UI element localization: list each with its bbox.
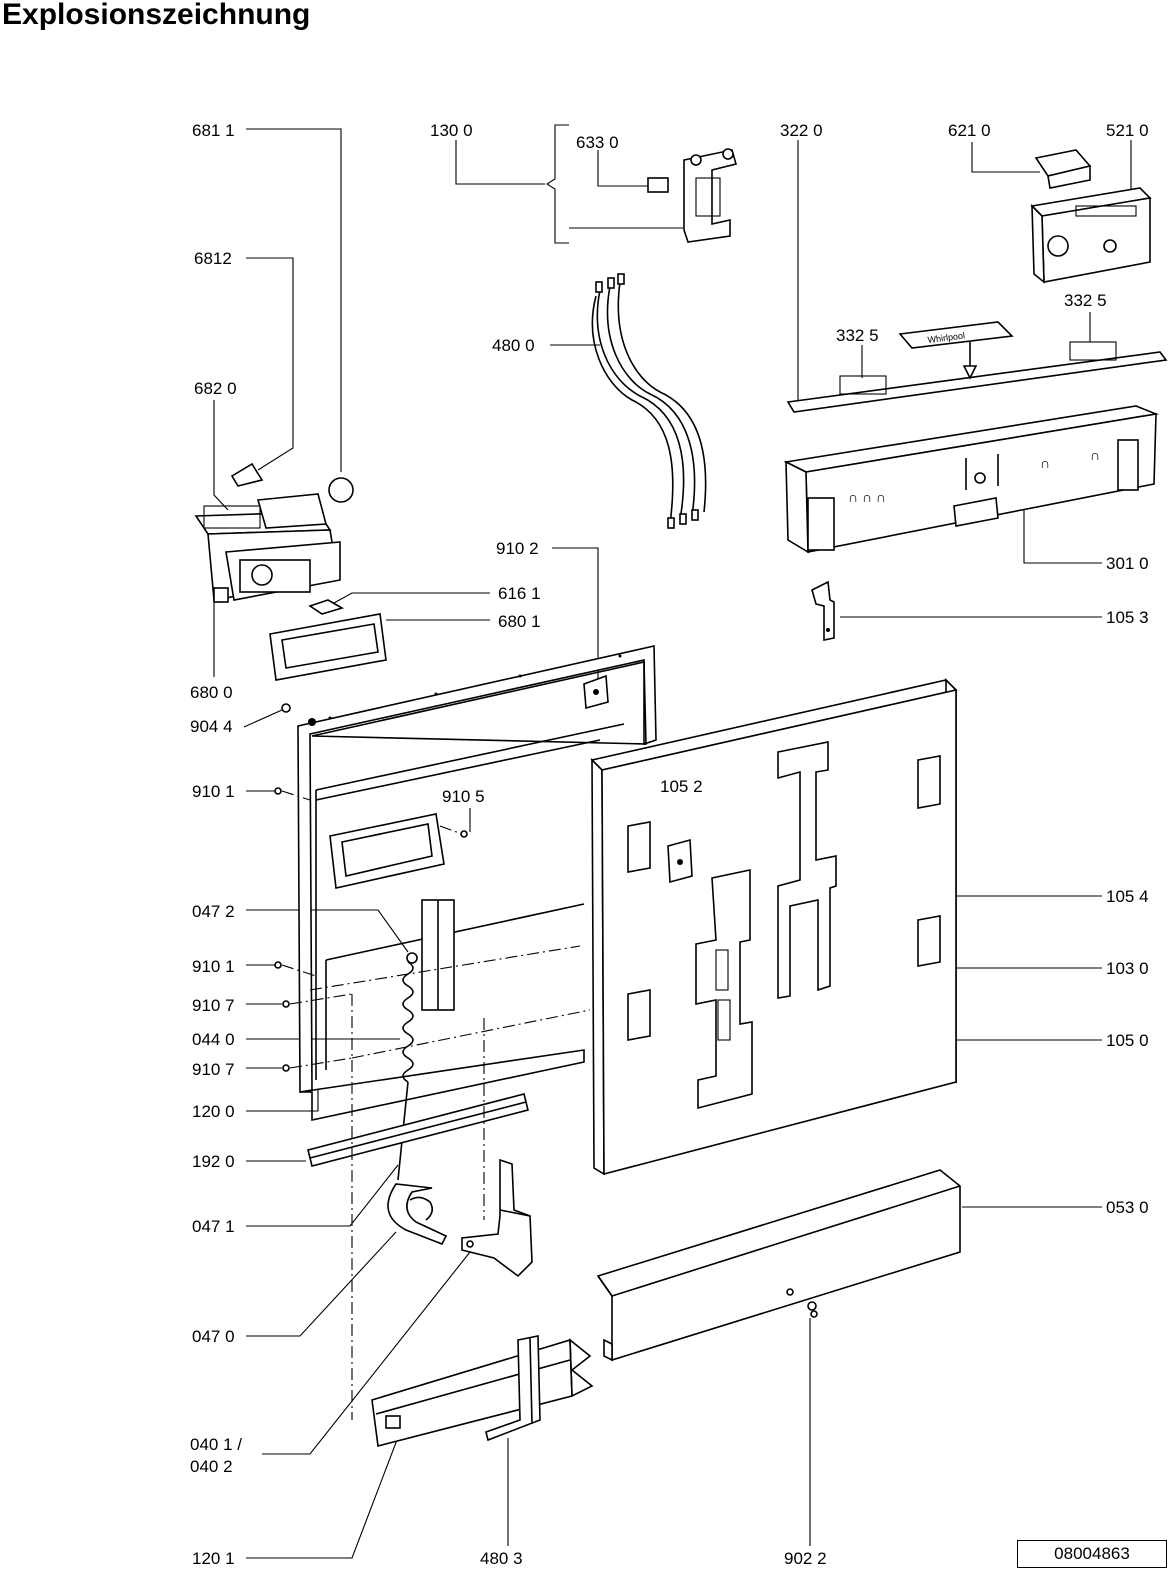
callout-904-4: 904 4: [190, 717, 233, 736]
callout-910-7-lower: 910 7: [192, 1060, 235, 1079]
outer-door-panel: [590, 678, 958, 1176]
control-panel: ∩ ∩ ∩ ∩ ∩: [783, 405, 1159, 554]
callout-120-1: 120 1: [192, 1549, 235, 1568]
gasket-ring-6811: [328, 477, 354, 503]
callout-681-1: 681 1: [192, 121, 235, 140]
callout-902-2: 902 2: [784, 1549, 827, 1568]
hinge-bracket-910-2: [583, 674, 609, 710]
callout-633-0: 633 0: [576, 133, 619, 152]
kick-panel-bracket-480-3: [485, 1335, 541, 1442]
callout-910-2: 910 2: [496, 539, 539, 558]
callout-910-7-upper: 910 7: [192, 996, 235, 1015]
door-switch: [683, 148, 737, 243]
document-number: 08004863: [1017, 1540, 1167, 1568]
callout-040-1: 040 1 /: [190, 1435, 242, 1454]
callout-105-3: 105 3: [1106, 608, 1149, 627]
callout-322-0: 322 0: [780, 121, 823, 140]
svg-text:∩ ∩ ∩: ∩ ∩ ∩: [848, 489, 886, 505]
callout-480-3: 480 3: [480, 1549, 523, 1568]
clip-616: [308, 599, 345, 615]
door-spring: [397, 952, 418, 1181]
svg-text:∩: ∩: [1040, 455, 1050, 471]
control-trim-strip: [786, 341, 1168, 413]
callout-680-1: 680 1: [498, 612, 541, 631]
callout-621-0: 621 0: [948, 121, 991, 140]
callout-130-0: 130 0: [430, 121, 473, 140]
detergent-dispenser: [194, 493, 341, 603]
door-bottom-strip: [307, 1093, 529, 1167]
callout-301-0: 301 0: [1106, 554, 1149, 573]
dispenser-lid-682: [230, 462, 264, 487]
callout-910-5: 910 5: [442, 787, 485, 806]
callout-682-0: 682 0: [194, 379, 237, 398]
spring-pulley-047: [387, 1183, 448, 1246]
micro-switch: [647, 177, 669, 193]
relay-module: [1034, 149, 1092, 189]
callout-120-0: 120 0: [192, 1102, 235, 1121]
callout-labels: 681 1 6812 682 0 680 0 616 1 680 1 904 4…: [190, 121, 1149, 1568]
callout-047-1: 047 1: [192, 1217, 235, 1236]
wiring-harness: [591, 273, 707, 529]
callout-910-1-lower: 910 1: [192, 957, 235, 976]
brand-nameplate: Whirlpool: [898, 321, 1014, 349]
callout-192-0: 192 0: [192, 1152, 235, 1171]
callout-105-2: 105 2: [660, 777, 703, 796]
callout-521-0: 521 0: [1106, 121, 1149, 140]
callout-047-2: 047 2: [192, 902, 235, 921]
callout-6812: 6812: [194, 249, 232, 268]
brand-nameplate-text: Whirlpool: [927, 330, 965, 344]
callout-044-0: 044 0: [192, 1030, 235, 1049]
hinge-bracket: [461, 1158, 533, 1278]
screws: [274, 703, 468, 1072]
callout-105-0: 105 0: [1106, 1031, 1149, 1050]
callout-680-0: 680 0: [190, 683, 233, 702]
callout-047-0: 047 0: [192, 1327, 235, 1346]
callout-040-2: 040 2: [190, 1457, 233, 1476]
callout-910-1-upper: 910 1: [192, 782, 235, 801]
callout-103-0: 103 0: [1106, 959, 1149, 978]
callout-480-0: 480 0: [492, 336, 535, 355]
callout-105-4: 105 4: [1106, 887, 1149, 906]
lower-kick-panel: [371, 1338, 594, 1448]
bottom-cover: [596, 1169, 961, 1362]
callout-332-5-left: 332 5: [836, 326, 879, 345]
callout-053-0: 053 0: [1106, 1198, 1149, 1217]
bracket-105-3: [811, 580, 835, 641]
callout-616-1: 616 1: [498, 584, 541, 603]
page-title: Explosionszeichnung: [2, 0, 311, 31]
assembly-guidelines: [309, 945, 591, 1420]
electronic-module: [1030, 187, 1152, 284]
dispenser-seal-680-1: [269, 613, 387, 681]
callout-332-5-right: 332 5: [1064, 291, 1107, 310]
svg-text:∩: ∩: [1090, 447, 1100, 463]
inner-door-frame: [297, 645, 657, 1121]
